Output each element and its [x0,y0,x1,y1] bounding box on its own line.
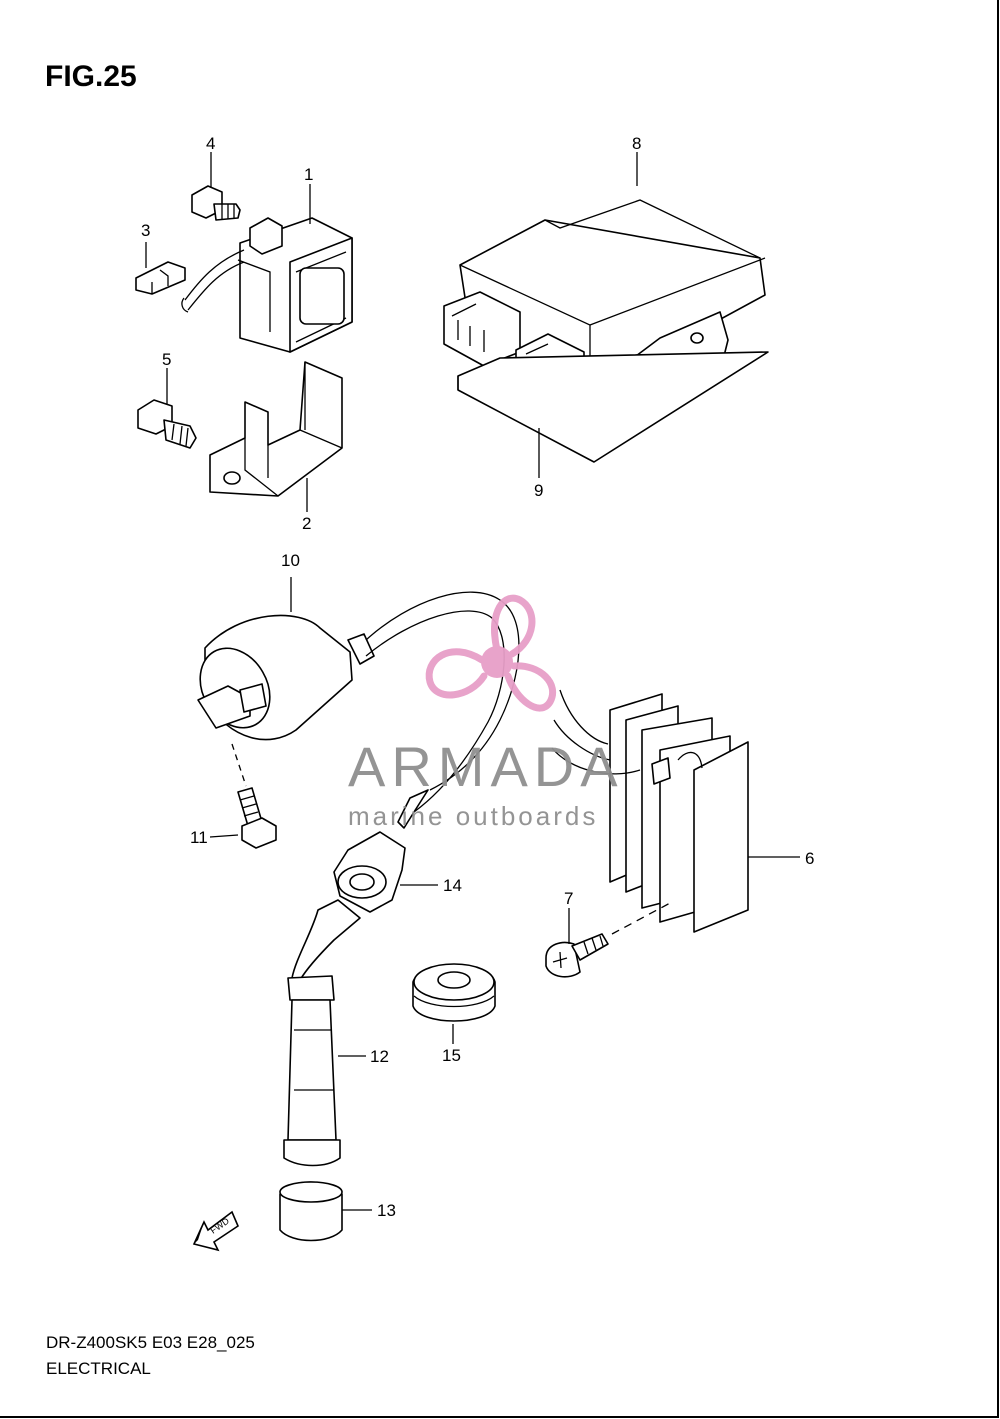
dash-6-7 [611,901,673,935]
callout-12: 12 [370,1047,389,1066]
callout-10: 10 [281,551,300,570]
part-4-bolt[interactable] [191,185,241,221]
part-3-terminal-clip[interactable] [135,261,186,295]
part-15-grommet[interactable] [412,963,496,1022]
callout-3: 3 [141,221,150,240]
part-10-ignition-coil[interactable] [186,591,520,829]
part-2-bracket[interactable] [209,361,343,497]
callout-8: 8 [632,134,641,153]
callout-13: 13 [377,1201,396,1220]
dash-10-11 [231,743,247,787]
callout-14: 14 [443,876,462,895]
part-7-screw[interactable] [545,933,609,978]
callout-9: 9 [534,481,543,500]
part-9-pad[interactable] [457,351,769,463]
watermark-tagline: marine outboards [348,801,598,831]
callout-2: 2 [302,514,311,533]
callout-1: 1 [304,165,313,184]
part-13-cap[interactable] [279,1181,343,1242]
propeller-hub-icon [481,646,513,678]
part-1-relay[interactable] [181,217,353,353]
callout-7: 7 [564,889,573,908]
callout-11: 11 [190,828,208,847]
section-name: ELECTRICAL [46,1359,151,1378]
part-14-seal[interactable] [333,831,406,913]
figure-title: FIG.25 [45,60,137,93]
propeller-logo-icon [425,594,556,712]
callout-5: 5 [162,350,171,369]
callout-4: 4 [206,134,215,153]
callout-15: 15 [442,1046,461,1065]
part-5-bolt[interactable] [137,399,197,449]
leader-11 [209,834,239,838]
model-code: DR-Z400SK5 E03 E28_025 [46,1333,255,1352]
callout-6: 6 [805,849,814,868]
part-12-plug-cap[interactable] [283,899,361,1167]
part-11-bolt[interactable] [237,787,277,849]
armada-watermark: ARMADA marine outboards [348,594,624,831]
watermark-brand: ARMADA [348,735,624,798]
fwd-arrow-icon: FWD [192,1210,239,1252]
part-6-regulator[interactable] [551,689,749,933]
